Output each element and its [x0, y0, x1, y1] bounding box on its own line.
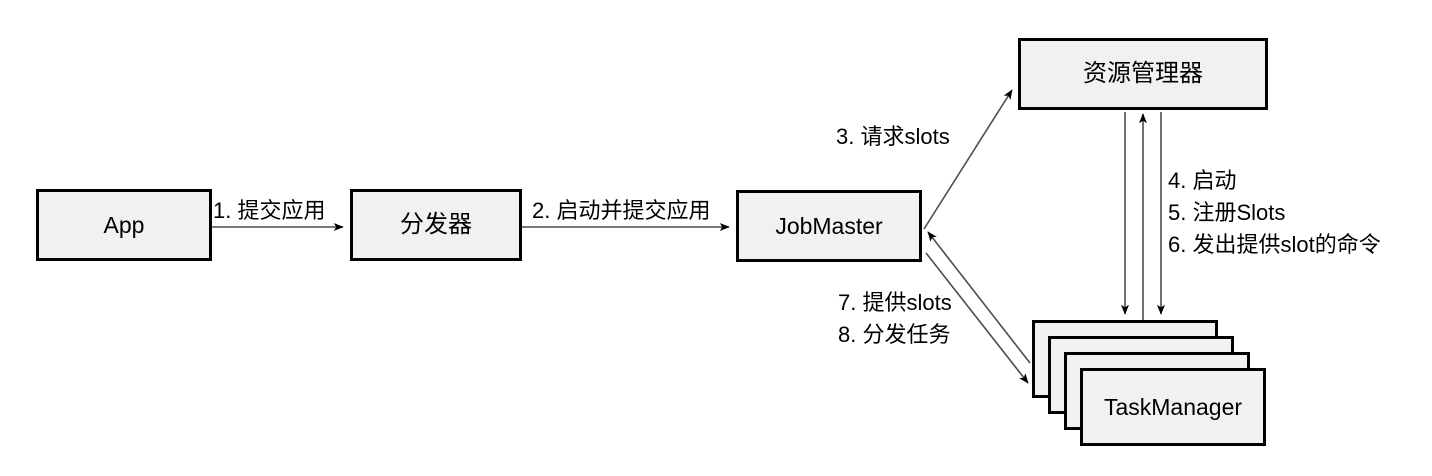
- edge-label-step2: 2. 启动并提交应用: [532, 198, 711, 223]
- edge-jobmaster-to-taskmanager-tasks: [925, 252, 1029, 384]
- node-taskmanager-label: TaskManager: [1103, 393, 1243, 420]
- node-dispatcher[interactable]: 分发器: [350, 189, 522, 261]
- node-jobmaster-label: JobMaster: [775, 212, 883, 239]
- edge-label-step8: 8. 分发任务: [838, 322, 951, 347]
- node-taskmanager[interactable]: TaskManager: [1080, 368, 1266, 446]
- edge-taskmanager-to-jobmaster-offerslots: [927, 231, 1031, 364]
- edge-label-step7: 7. 提供slots: [838, 290, 952, 315]
- edge-jobmaster-to-resourcemanager: [923, 89, 1013, 230]
- node-app-label: App: [103, 211, 145, 238]
- node-app[interactable]: App: [36, 189, 212, 261]
- node-resource-manager[interactable]: 资源管理器: [1018, 38, 1268, 110]
- edge-label-step4: 4. 启动: [1168, 168, 1237, 193]
- edge-label-step1: 1. 提交应用: [213, 198, 326, 223]
- edge-label-step3: 3. 请求slots: [836, 124, 950, 149]
- node-dispatcher-label: 分发器: [400, 211, 472, 238]
- edge-label-step6: 6. 发出提供slot的命令: [1168, 232, 1381, 257]
- node-jobmaster[interactable]: JobMaster: [736, 190, 922, 262]
- node-taskmanager-stack[interactable]: TaskManager: [1032, 320, 1282, 460]
- edge-label-step5: 5. 注册Slots: [1168, 200, 1286, 225]
- node-resource-manager-label: 资源管理器: [1083, 60, 1203, 87]
